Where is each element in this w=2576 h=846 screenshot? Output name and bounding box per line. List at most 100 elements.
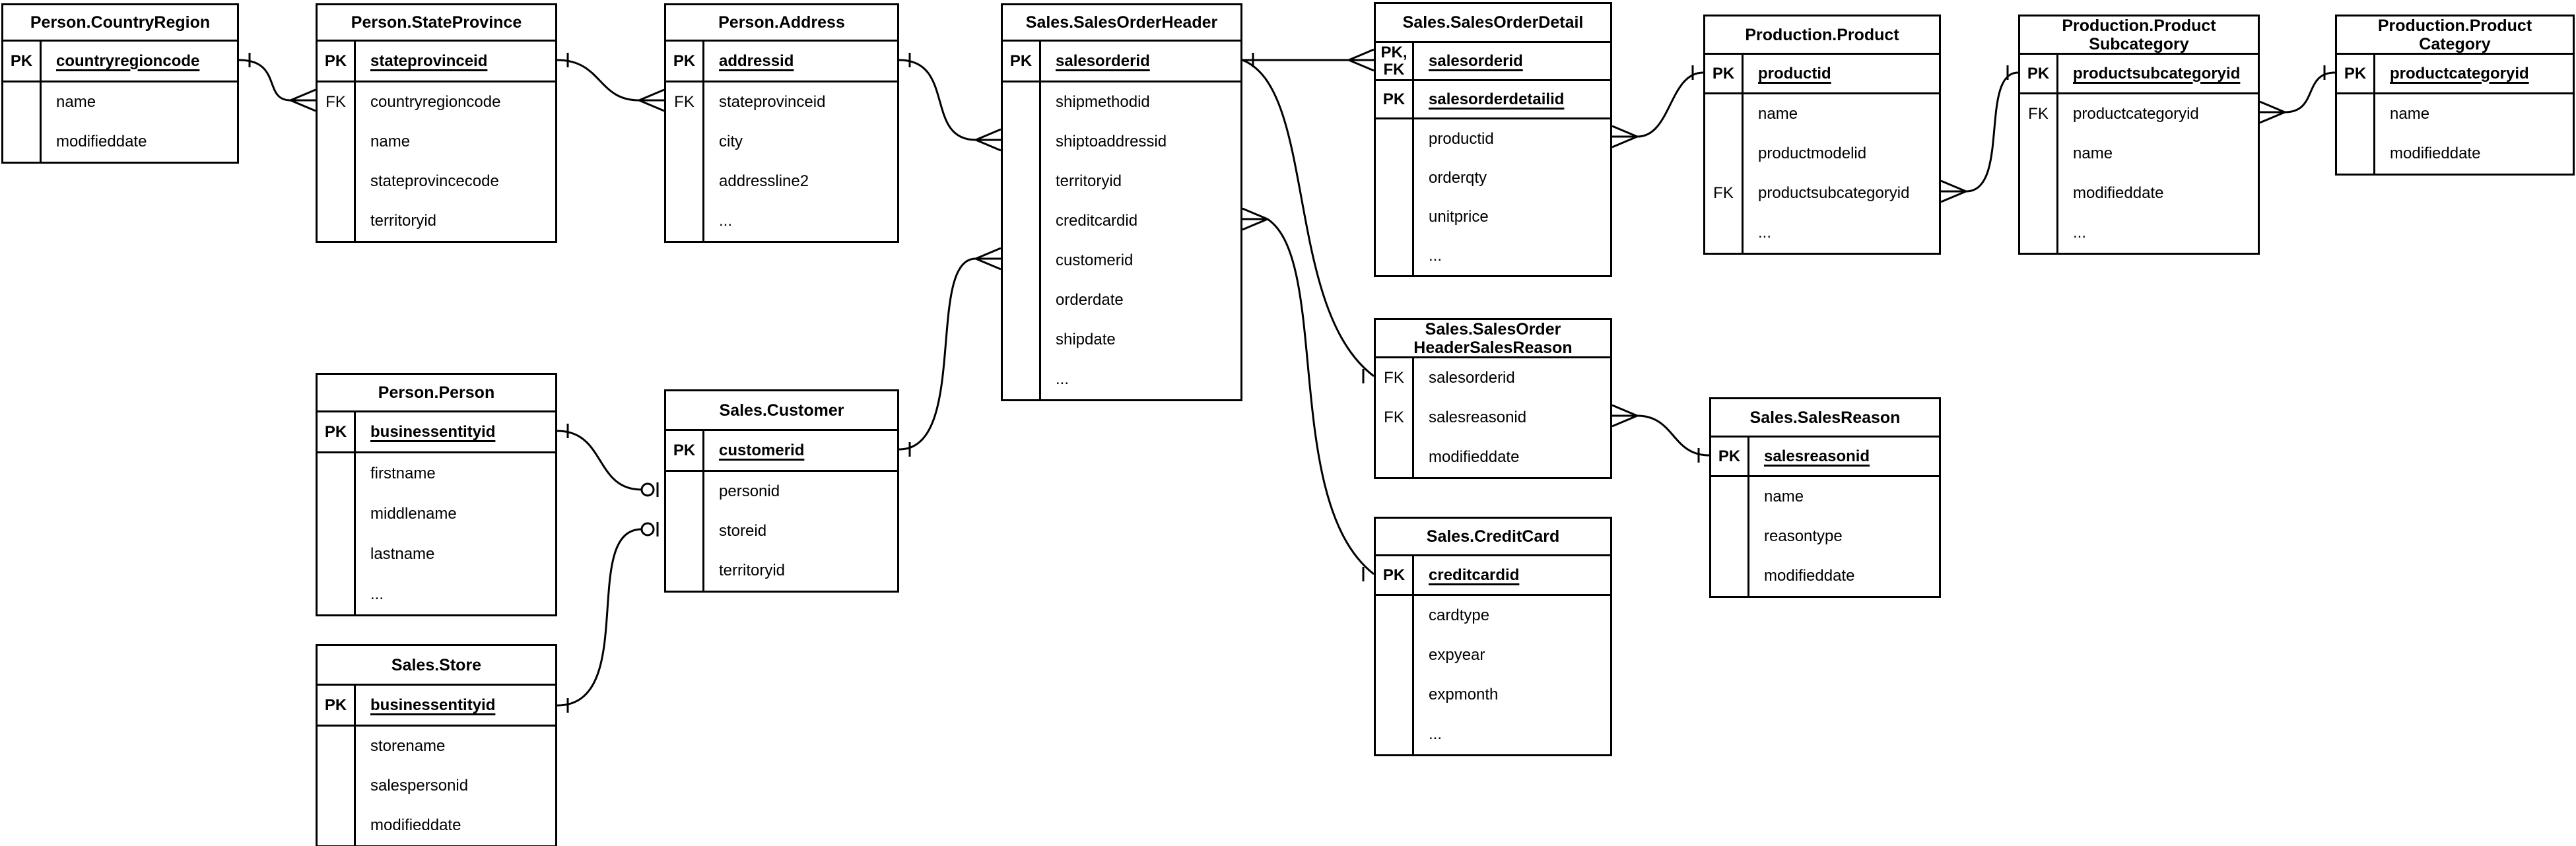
attribute-name: name xyxy=(370,133,411,150)
attribute-name: ... xyxy=(2073,224,2087,242)
key-label xyxy=(1003,162,1041,201)
connector-countryregion-stateprovince xyxy=(238,53,316,112)
key-label xyxy=(2020,134,2058,174)
key-label xyxy=(2337,94,2375,134)
table-title: Person.Address xyxy=(666,5,897,42)
attribute-name: businessentityid xyxy=(370,422,496,441)
attribute-row: modifieddate xyxy=(2337,134,2573,174)
table-title: Production.Product Subcategory xyxy=(2020,16,2258,55)
key-label xyxy=(1376,596,1414,635)
attribute-row: shipdate xyxy=(1003,320,1240,360)
attribute-row: name xyxy=(318,122,555,162)
attribute-name: productcategoryid xyxy=(2073,105,2199,123)
attribute-name: stateprovincecode xyxy=(370,172,499,190)
attribute-name: businessentityid xyxy=(370,696,496,714)
key-label: FK xyxy=(666,82,704,122)
attribute-row: orderdate xyxy=(1003,280,1240,320)
key-label xyxy=(1003,122,1041,162)
key-label xyxy=(1705,134,1744,174)
key-label: PK, FK xyxy=(1376,43,1414,79)
attribute-name: name xyxy=(1764,488,1804,505)
table-title: Sales.CreditCard xyxy=(1376,519,1610,556)
many-crowfoot-marker xyxy=(975,128,1001,152)
attribute-name: lastname xyxy=(370,544,435,563)
attribute-name: salespersonid xyxy=(370,777,469,795)
attribute-name: addressid xyxy=(719,51,794,70)
attribute-name: name xyxy=(2390,105,2430,123)
attribute-name: name xyxy=(2073,145,2113,162)
attribute-row: ... xyxy=(2020,213,2258,253)
key-label: PK xyxy=(2337,55,2375,92)
attribute-row: modifieddate xyxy=(2020,174,2258,213)
key-label xyxy=(1376,438,1414,477)
attribute-name: orderdate xyxy=(1056,291,1124,309)
connector-customer-salesorderheader xyxy=(898,247,1001,457)
attribute-row: productid xyxy=(1376,119,1610,158)
attribute-row: name xyxy=(2020,134,2258,174)
attribute-row: ... xyxy=(1705,213,1939,253)
attribute-row: shipmethodid xyxy=(1003,82,1240,122)
attribute-name: name xyxy=(56,93,96,111)
table-title: Sales.Store xyxy=(318,646,555,686)
key-label xyxy=(666,511,704,551)
attribute-row: expmonth xyxy=(1376,675,1610,715)
attribute-row: ... xyxy=(1003,360,1240,399)
attribute-row: name xyxy=(2337,94,2573,134)
key-label: PK xyxy=(666,431,704,470)
connector-line xyxy=(1637,414,1710,457)
key-label: FK xyxy=(318,82,356,122)
key-label: PK xyxy=(318,686,356,725)
key-label: PK xyxy=(318,412,356,451)
attribute-name: cardtype xyxy=(1429,606,1490,624)
attribute-row: ... xyxy=(666,201,897,241)
key-label xyxy=(318,727,356,766)
attribute-name: productsubcategoryid xyxy=(1758,184,1910,202)
key-label xyxy=(1705,213,1744,253)
attribute-row: expyear xyxy=(1376,635,1610,675)
key-label: PK xyxy=(318,42,356,81)
key-label xyxy=(318,162,356,201)
key-label xyxy=(666,122,704,162)
attribute-name: stateprovinceid xyxy=(370,51,488,70)
connector-line xyxy=(898,59,976,141)
attribute-row: modifieddate xyxy=(3,122,237,162)
attribute-name: shiptoaddressid xyxy=(1056,133,1167,150)
key-label: PK xyxy=(666,42,704,81)
attribute-row: storeid xyxy=(666,511,897,551)
connector-line xyxy=(1965,71,2019,193)
key-label xyxy=(666,472,704,511)
table-title: Person.CountryRegion xyxy=(3,5,237,42)
connector-line xyxy=(2284,71,2336,114)
key-label xyxy=(1003,280,1041,320)
attribute-name: salesorderid xyxy=(1429,369,1515,387)
attribute-row: name xyxy=(3,82,237,122)
key-label xyxy=(1003,241,1041,280)
key-label xyxy=(666,201,704,241)
key-label: PK xyxy=(1003,42,1041,81)
attribute-row: addressline2 xyxy=(666,162,897,201)
connector-address-salesorderheader xyxy=(898,53,1001,152)
attribute-name: ... xyxy=(1429,725,1442,743)
attribute-name: productid xyxy=(1758,64,1831,82)
attribute-row: lastname xyxy=(318,534,555,574)
attribute-name: productmodelid xyxy=(1758,145,1867,162)
attribute-name: city xyxy=(719,133,743,150)
attribute-name: ... xyxy=(1429,246,1442,265)
table-title: Production.Product xyxy=(1705,16,1939,55)
